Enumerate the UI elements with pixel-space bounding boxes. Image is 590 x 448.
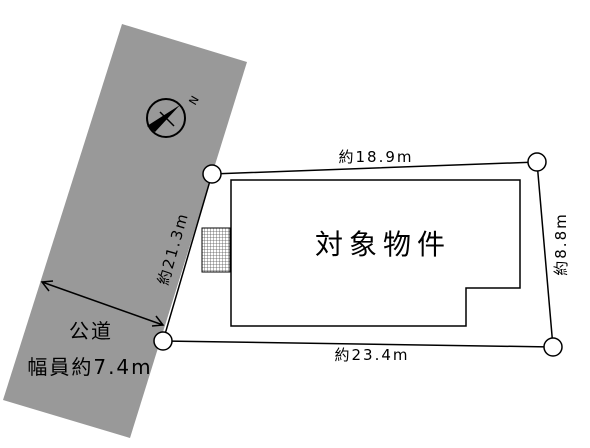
compass-north-icon — [146, 98, 186, 138]
corner-marker — [543, 337, 563, 357]
road-label: 公道 — [69, 319, 113, 343]
road-width-arrow — [40, 280, 165, 327]
building-label: 対象物件 — [315, 228, 451, 261]
hatched-annex — [201, 227, 231, 273]
dimension-bottom: 約23.4m — [334, 346, 409, 364]
dimension-top: 約18.9m — [338, 148, 413, 166]
dimension-right: 約8.8m — [552, 212, 570, 275]
corner-marker — [527, 152, 547, 172]
road-strip — [3, 24, 247, 438]
corner-marker — [202, 164, 222, 184]
building-footprint — [230, 179, 521, 327]
road-width-label: 幅員約7.4m — [27, 355, 152, 379]
corner-marker — [153, 331, 173, 351]
